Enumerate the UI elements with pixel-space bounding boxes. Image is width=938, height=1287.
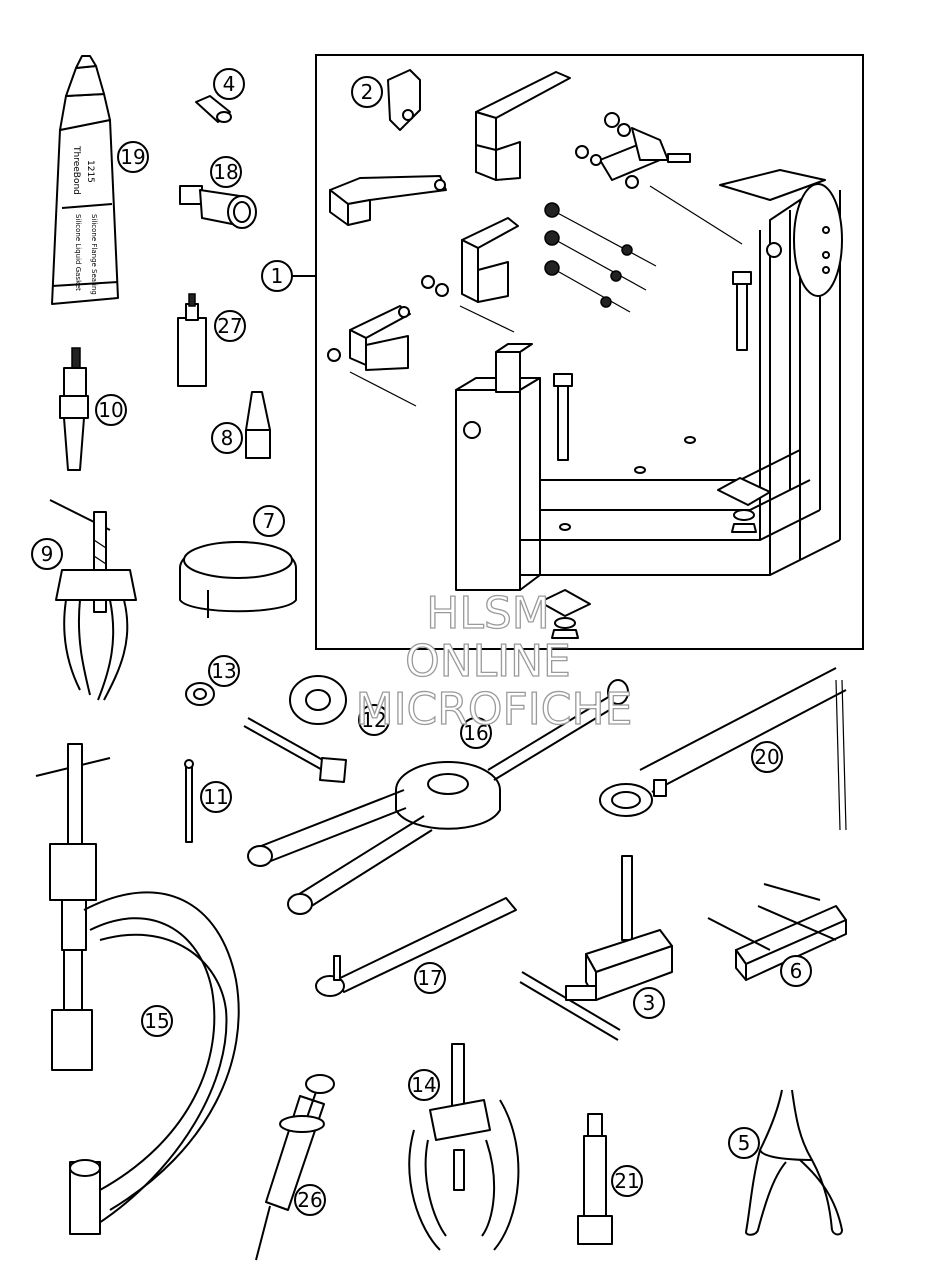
callout-20: 20 [751,741,783,773]
watermark: HLSM ONLINE MICROFICHE [355,587,633,735]
svg-text:5: 5 [738,1131,751,1155]
svg-text:3: 3 [643,991,656,1015]
puller-9 [49,499,137,701]
sleeve-4 [195,95,232,123]
callout-5: 5 [728,1127,760,1159]
hook-bracket-low [349,305,411,371]
callout-17: 17 [414,962,446,994]
callout-21: 21 [611,1165,643,1197]
svg-text:4: 4 [223,72,236,96]
drift-8 [245,391,271,459]
svg-text:16: 16 [463,721,488,745]
bolt-spacer-12 [243,675,347,783]
engine-stand [455,169,843,639]
callout-9: 9 [31,538,63,570]
svg-text:21: 21 [614,1169,639,1193]
bottle-27 [177,293,207,387]
chain-tool-3 [519,855,673,1041]
svg-text:8: 8 [221,426,234,450]
callout-3: 3 [633,987,665,1019]
watermark-line1: HLSM [426,588,550,639]
callout-1: 1 [261,260,293,292]
pin-11 [184,759,194,843]
callout-16: 16 [460,717,492,749]
callout-19: 19 [117,141,149,173]
pliers-5 [745,1089,844,1236]
puller-10 [59,347,89,471]
callout-4: 4 [213,68,245,100]
pin-wrench-17 [315,897,517,997]
svg-text:18: 18 [213,160,238,184]
clamp-tool-6 [707,883,847,981]
syringe-26 [255,1074,335,1261]
callout-13: 13 [208,655,240,687]
callout-7: 7 [253,505,285,537]
svg-text:7: 7 [263,509,276,533]
watermark-line3: MICROFICHE [356,684,633,735]
bracket-2 [387,69,421,131]
callout-10: 10 [95,394,127,426]
callout-2: 2 [351,76,383,108]
svg-text:6: 6 [790,959,803,983]
drift-21 [577,1113,613,1245]
svg-text:10: 10 [98,398,123,422]
holder-16 [247,679,629,915]
callout-27: 27 [214,310,246,342]
svg-text:2: 2 [361,80,374,104]
puller-15 [35,743,240,1235]
kit-1-bolts [327,112,743,407]
callout-26: 26 [294,1184,326,1216]
svg-text:13: 13 [211,659,236,683]
callout-6: 6 [780,955,812,987]
tube-code-text: 1215 [85,160,95,183]
callout-14: 14 [408,1069,440,1101]
svg-text:19: 19 [120,145,145,169]
adapter-18 [179,185,257,229]
svg-text:14: 14 [411,1073,436,1097]
tube-brand-text: ThreeBond [71,145,81,195]
callout-15: 15 [141,1005,173,1037]
ring-7 [179,541,297,618]
svg-text:20: 20 [754,745,779,769]
svg-text:9: 9 [41,542,54,566]
svg-text:17: 17 [417,966,442,990]
hook-bracket-top [475,71,571,181]
puller-14 [408,1043,520,1251]
watermark-line2: ONLINE [405,636,571,687]
callout-18: 18 [210,156,242,188]
callout-8: 8 [211,422,243,454]
svg-text:12: 12 [361,708,386,732]
chain-wrench-20 [599,667,847,831]
sealant-tube-19: ThreeBond 1215 Silicone Liquid Gasket Si… [51,55,119,305]
kit-1-frame [315,54,864,650]
svg-text:27: 27 [217,314,242,338]
svg-text:26: 26 [297,1188,322,1212]
hook-bracket-mid [461,217,519,303]
callout-12: 12 [358,704,390,736]
svg-text:1: 1 [271,264,284,288]
tube-line2-text: Silicone Flange Sealing [90,214,98,295]
svg-text:11: 11 [203,785,228,809]
svg-text:15: 15 [144,1009,169,1033]
nut-13 [185,682,215,706]
callout-11: 11 [200,781,232,813]
tube-line1-text: Silicone Liquid Gasket [74,214,82,291]
hook-bracket-left [329,175,447,226]
